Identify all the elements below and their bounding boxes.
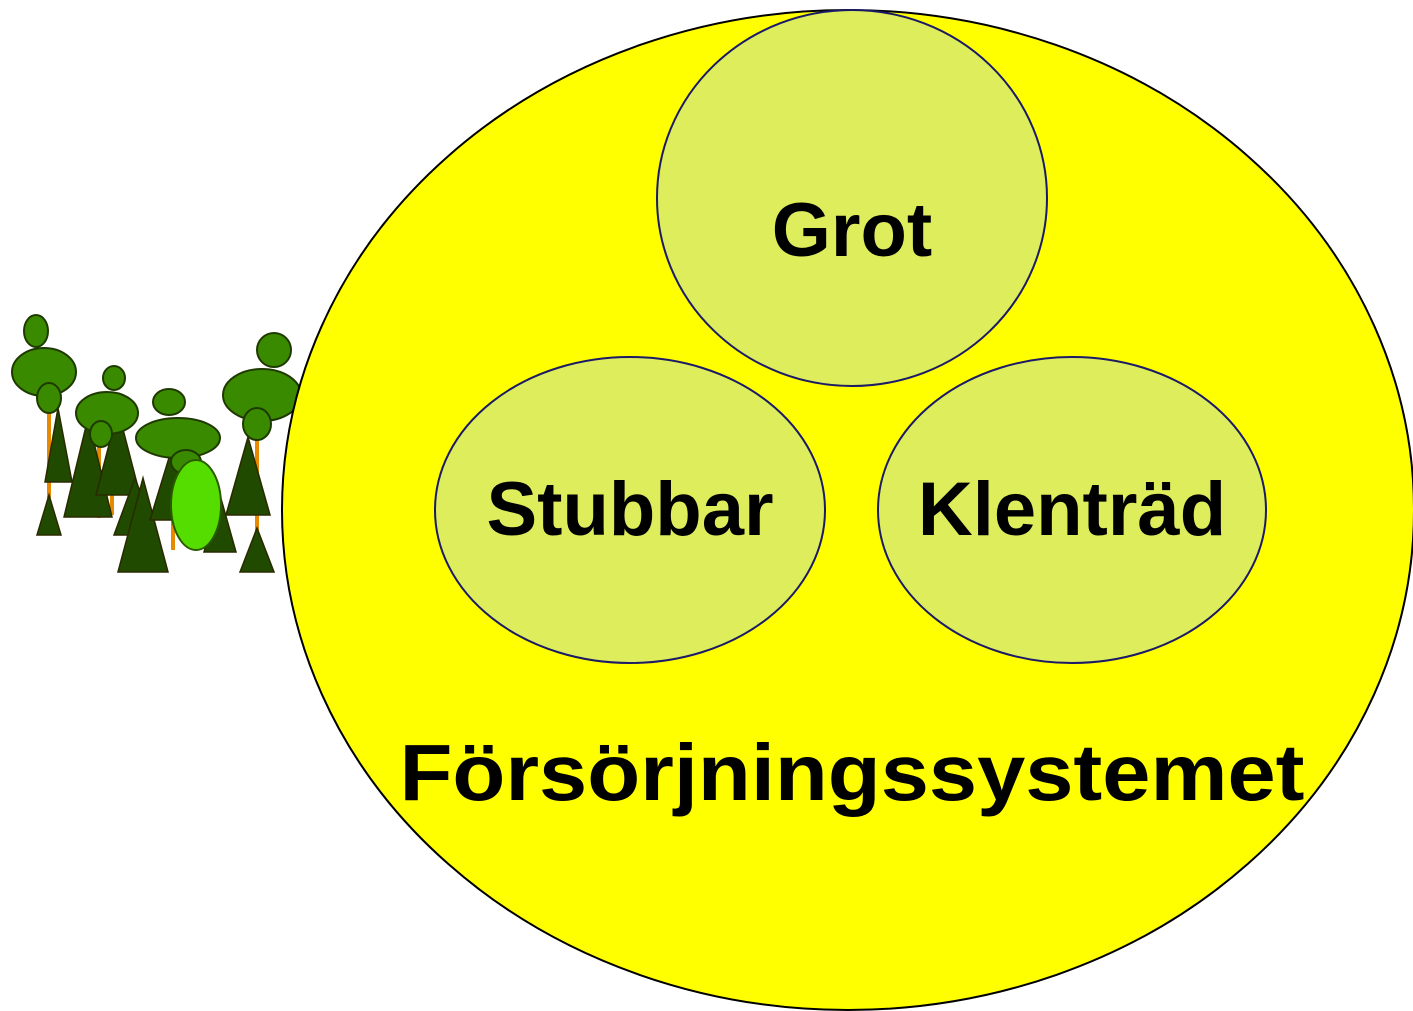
klentrad-label: Klenträd bbox=[918, 467, 1226, 552]
klentrad-circle bbox=[877, 356, 1267, 664]
highlighted-tree-icon bbox=[170, 459, 222, 551]
forest-illustration bbox=[11, 314, 302, 573]
supply-system-label: Försörjningssystemet bbox=[400, 728, 1305, 817]
conifer-trees bbox=[35, 407, 276, 573]
grot-circle bbox=[656, 9, 1048, 387]
grot-label: Grot bbox=[772, 188, 932, 273]
tree-crowns bbox=[11, 314, 302, 475]
stubbar-label: Stubbar bbox=[486, 467, 773, 552]
stubbar-circle bbox=[434, 356, 826, 664]
